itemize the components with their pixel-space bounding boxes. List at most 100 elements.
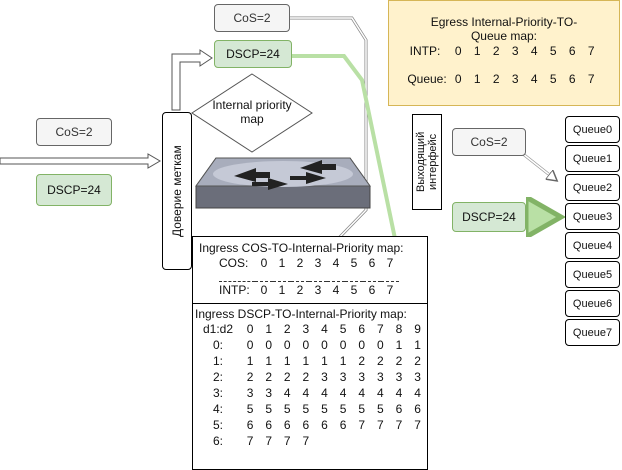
top-dscp-box: DSCP=24 xyxy=(214,40,292,68)
dscp-cell: 1 xyxy=(414,338,421,352)
queue-2: Queue2 xyxy=(565,174,620,201)
dscp-cell: 4 xyxy=(339,386,347,400)
internal-priority-diamond xyxy=(191,73,313,153)
ingress-dscp-box: DSCP=24 xyxy=(36,174,112,206)
queue-6: Queue6 xyxy=(565,290,620,317)
dscp-cell: 3 xyxy=(395,370,403,384)
dscp-cell: 5 xyxy=(265,402,272,416)
dscp-cell: 4 xyxy=(395,386,403,400)
dscp-cell: 7 xyxy=(358,418,366,432)
dscp-column-header: 5 xyxy=(339,322,347,336)
dscp-cell xyxy=(334,433,353,449)
dscp-column-header: 4 xyxy=(321,322,328,336)
dscp-cell: 1 xyxy=(321,354,328,368)
input-arrow xyxy=(0,153,161,169)
dscp-cell: 6 xyxy=(395,402,403,416)
trust-box: Доверие меткам xyxy=(162,112,192,270)
cos-map-title: Ingress COS-TO-Internal-Priority map: xyxy=(199,241,404,255)
dscp-cell: 1 xyxy=(246,354,254,368)
dscp-cell: 0 xyxy=(321,338,328,352)
egress-interface-label: Выходящий интерфейс xyxy=(415,131,439,193)
egress-queue-row: Queue: 0 1 2 3 4 5 6 7 xyxy=(407,72,595,86)
dscp-cell: 1 xyxy=(265,354,272,368)
trust-label: Доверие меткам xyxy=(170,145,184,237)
dscp-cell xyxy=(371,433,390,449)
dscp-column-header: 9 xyxy=(414,322,421,336)
dscp-row-label: 3: xyxy=(213,386,224,400)
ingress-cos-label: CoS=2 xyxy=(55,125,93,139)
dscp-cell: 7 xyxy=(283,434,291,448)
dscp-cell: 1 xyxy=(302,354,310,368)
dscp-row-label: 1: xyxy=(213,354,224,368)
dscp-cell: 3 xyxy=(339,370,347,384)
top-cos-label: CoS=2 xyxy=(233,11,271,25)
dscp-row-label: 5: xyxy=(213,418,224,432)
top-cos-box: CoS=2 xyxy=(214,4,290,32)
dscp-cell: 5 xyxy=(376,402,384,416)
dscp-column-header: 3 xyxy=(302,322,310,336)
dscp-cell: 6 xyxy=(321,418,328,432)
dscp-cell: 3 xyxy=(246,386,254,400)
dscp-column-header: 1 xyxy=(265,322,272,336)
dscp-row-label: 0: xyxy=(213,338,224,352)
dscp-cell: 3 xyxy=(358,370,366,384)
dscp-cell: 6 xyxy=(283,418,291,432)
dscp-cell: 2 xyxy=(414,354,421,368)
dscp-cell: 7 xyxy=(246,434,254,448)
dscp-cell: 0 xyxy=(302,338,310,352)
egress-queue-label: Queue: xyxy=(407,72,447,86)
dscp-cell: 3 xyxy=(376,370,384,384)
queue-7: Queue7 xyxy=(565,319,620,346)
dscp-cell: 0 xyxy=(358,338,366,352)
internal-priority-text: Internal priority map xyxy=(212,98,292,126)
dscp-cell: 4 xyxy=(414,386,421,400)
dscp-cell: 6 xyxy=(339,418,347,432)
dscp-cell: 1 xyxy=(395,338,403,352)
dscp-cell: 2 xyxy=(395,354,403,368)
egress-map-table: INTP: 0 1 2 3 4 5 6 7 Queue: 0 1 2 3 4 5… xyxy=(407,43,600,87)
egress-intp-label: INTP: xyxy=(409,44,441,58)
dscp-cell xyxy=(390,433,409,449)
switch-icon xyxy=(195,157,371,209)
dscp-cell: 7 xyxy=(414,418,421,432)
dscp-header-label: d1:d2 xyxy=(203,322,234,336)
dscp-cell: 3 xyxy=(321,370,328,384)
egress-map-title: Egress Internal-Priority-TO-Queue map: xyxy=(430,15,578,43)
egress-dscp-label: DSCP=24 xyxy=(462,210,516,224)
dscp-column-header: 7 xyxy=(376,322,384,336)
ingress-maps-panel: Ingress COS-TO-Internal-Priority map: CO… xyxy=(192,236,428,470)
dscp-row-label: 4: xyxy=(213,402,224,416)
dscp-cell: 0 xyxy=(265,338,272,352)
dscp-cell: 5 xyxy=(302,402,310,416)
dscp-cell: 7 xyxy=(265,434,272,448)
dscp-cell: 4 xyxy=(358,386,366,400)
dscp-cell: 5 xyxy=(321,402,328,416)
dscp-cell: 2 xyxy=(283,370,291,384)
dscp-cell: 0 xyxy=(376,338,384,352)
dscp-cell: 0 xyxy=(246,338,254,352)
dscp-cell: 4 xyxy=(321,386,328,400)
queue-1: Queue1 xyxy=(565,145,620,172)
ingress-cos-box: CoS=2 xyxy=(36,118,112,146)
dscp-column-header: 8 xyxy=(395,322,403,336)
dscp-column-header: 6 xyxy=(358,322,366,336)
dscp-cell xyxy=(408,433,427,449)
dscp-cell: 0 xyxy=(339,338,347,352)
dscp-cell: 3 xyxy=(414,370,421,384)
dscp-cell: 0 xyxy=(283,338,291,352)
dscp-cell: 5 xyxy=(246,402,254,416)
dscp-cell: 6 xyxy=(265,418,272,432)
egress-interface-box: Выходящий интерфейс xyxy=(412,114,442,210)
egress-intp-row: INTP: 0 1 2 3 4 5 6 7 xyxy=(407,43,600,59)
dscp-column-header: 0 xyxy=(246,322,254,336)
dscp-cell: 6 xyxy=(302,418,310,432)
dscp-cell: 7 xyxy=(376,418,384,432)
